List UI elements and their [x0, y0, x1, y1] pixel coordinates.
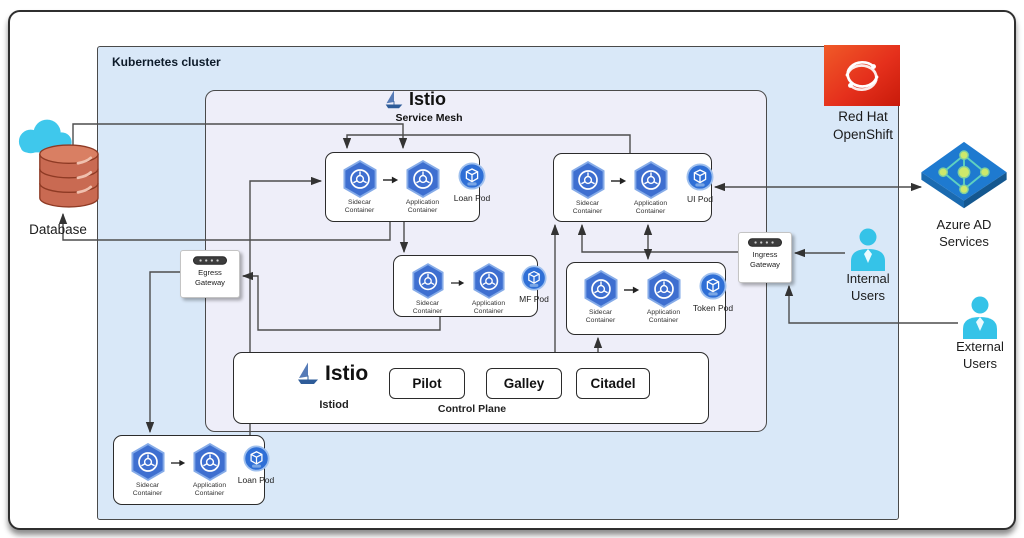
arrow-icon — [611, 177, 627, 185]
sidecar-container: Sidecar Container — [124, 443, 171, 498]
ingress-gateway: Ingress Gateway — [738, 232, 792, 283]
pod-icon — [242, 445, 270, 472]
sidecar-container: Sidecar Container — [336, 160, 383, 215]
control-plane-istio-title: Istio — [325, 361, 369, 385]
pod-icon — [699, 272, 727, 300]
service-mesh-label: Service Mesh — [395, 112, 463, 124]
external-users-label: External Users — [956, 339, 1004, 371]
internal-users-node: Internal Users — [840, 227, 896, 305]
pod-badge: UI Pod — [674, 163, 726, 204]
pod-badge: MF Pod — [512, 265, 556, 304]
application-container: Application Container — [627, 161, 674, 216]
container-hexagon-icon — [583, 270, 618, 308]
database-label: Database — [29, 222, 87, 237]
istio-mesh-title: Istio — [384, 88, 446, 111]
istio-sailboat-icon — [385, 90, 403, 109]
pod-loan-mesh: Sidecar Container Application Container … — [325, 152, 490, 222]
user-icon — [963, 296, 997, 339]
internal-users-label: Internal Users — [846, 271, 890, 303]
gateway-icon — [193, 256, 227, 265]
container-hexagon-icon — [130, 443, 165, 481]
sidecar-container: Sidecar Container — [404, 263, 451, 316]
container-hexagon-icon — [472, 263, 505, 299]
pod-loan-bottom: Sidecar Container Application Container … — [113, 435, 274, 505]
gateway-icon — [748, 238, 782, 247]
azure-ad-label: Azure AD Services — [936, 217, 992, 249]
azure-ad-node: Azure AD Services — [916, 140, 1012, 251]
pod-badge: Token Pod — [687, 272, 739, 313]
container-hexagon-icon — [342, 160, 377, 198]
galley-component: Galley — [486, 368, 562, 399]
user-icon — [851, 228, 885, 271]
redhat-openshift-label: Red Hat OpenShift — [832, 109, 894, 143]
openshift-cycle-icon — [845, 60, 879, 91]
pod-badge: Loan Pod — [233, 445, 279, 485]
container-hexagon-icon — [411, 263, 444, 299]
container-hexagon-icon — [405, 160, 440, 198]
sidecar-container: Sidecar Container — [577, 270, 624, 325]
pod-ui: Sidecar Container Application Container … — [553, 153, 714, 222]
pod-mf: Sidecar Container Application Container … — [393, 255, 549, 317]
istiod-logo: Istio — [296, 360, 368, 387]
pod-icon — [458, 162, 486, 190]
egress-gateway: Egress Gateway — [180, 250, 240, 298]
application-container: Application Container — [399, 160, 446, 215]
control-plane-caption: Control Plane — [437, 403, 507, 415]
istiod-label: Istiod — [319, 399, 349, 411]
application-container: Application Container — [186, 443, 233, 498]
pilot-component: Pilot — [389, 368, 465, 399]
arrow-icon — [451, 280, 465, 286]
azure-ad-icon — [921, 141, 1007, 209]
database-node: Database — [12, 116, 104, 239]
external-users-node: External Users — [950, 295, 1010, 373]
control-plane-box: Istio Istiod Pilot Galley Citadel Contro… — [233, 352, 709, 424]
arrow-icon — [624, 286, 640, 294]
sidecar-container: Sidecar Container — [564, 161, 611, 216]
arrow-icon — [383, 176, 399, 184]
citadel-component: Citadel — [576, 368, 650, 399]
pod-icon — [521, 265, 547, 291]
pod-icon — [686, 163, 714, 191]
istio-sailboat-icon — [298, 362, 318, 384]
container-hexagon-icon — [192, 443, 227, 481]
pod-badge: Loan Pod — [446, 162, 498, 203]
redhat-openshift-logo — [824, 45, 900, 106]
container-hexagon-icon — [633, 161, 668, 199]
container-hexagon-icon — [646, 270, 681, 308]
database-icon — [18, 119, 99, 208]
application-container: Application Container — [640, 270, 687, 325]
arrow-icon — [171, 459, 186, 467]
pod-token: Sidecar Container Application Container … — [566, 262, 733, 335]
kubernetes-cluster-label: Kubernetes cluster — [112, 55, 221, 69]
container-hexagon-icon — [570, 161, 605, 199]
application-container: Application Container — [465, 263, 512, 316]
istio-title: Istio — [409, 89, 447, 109]
